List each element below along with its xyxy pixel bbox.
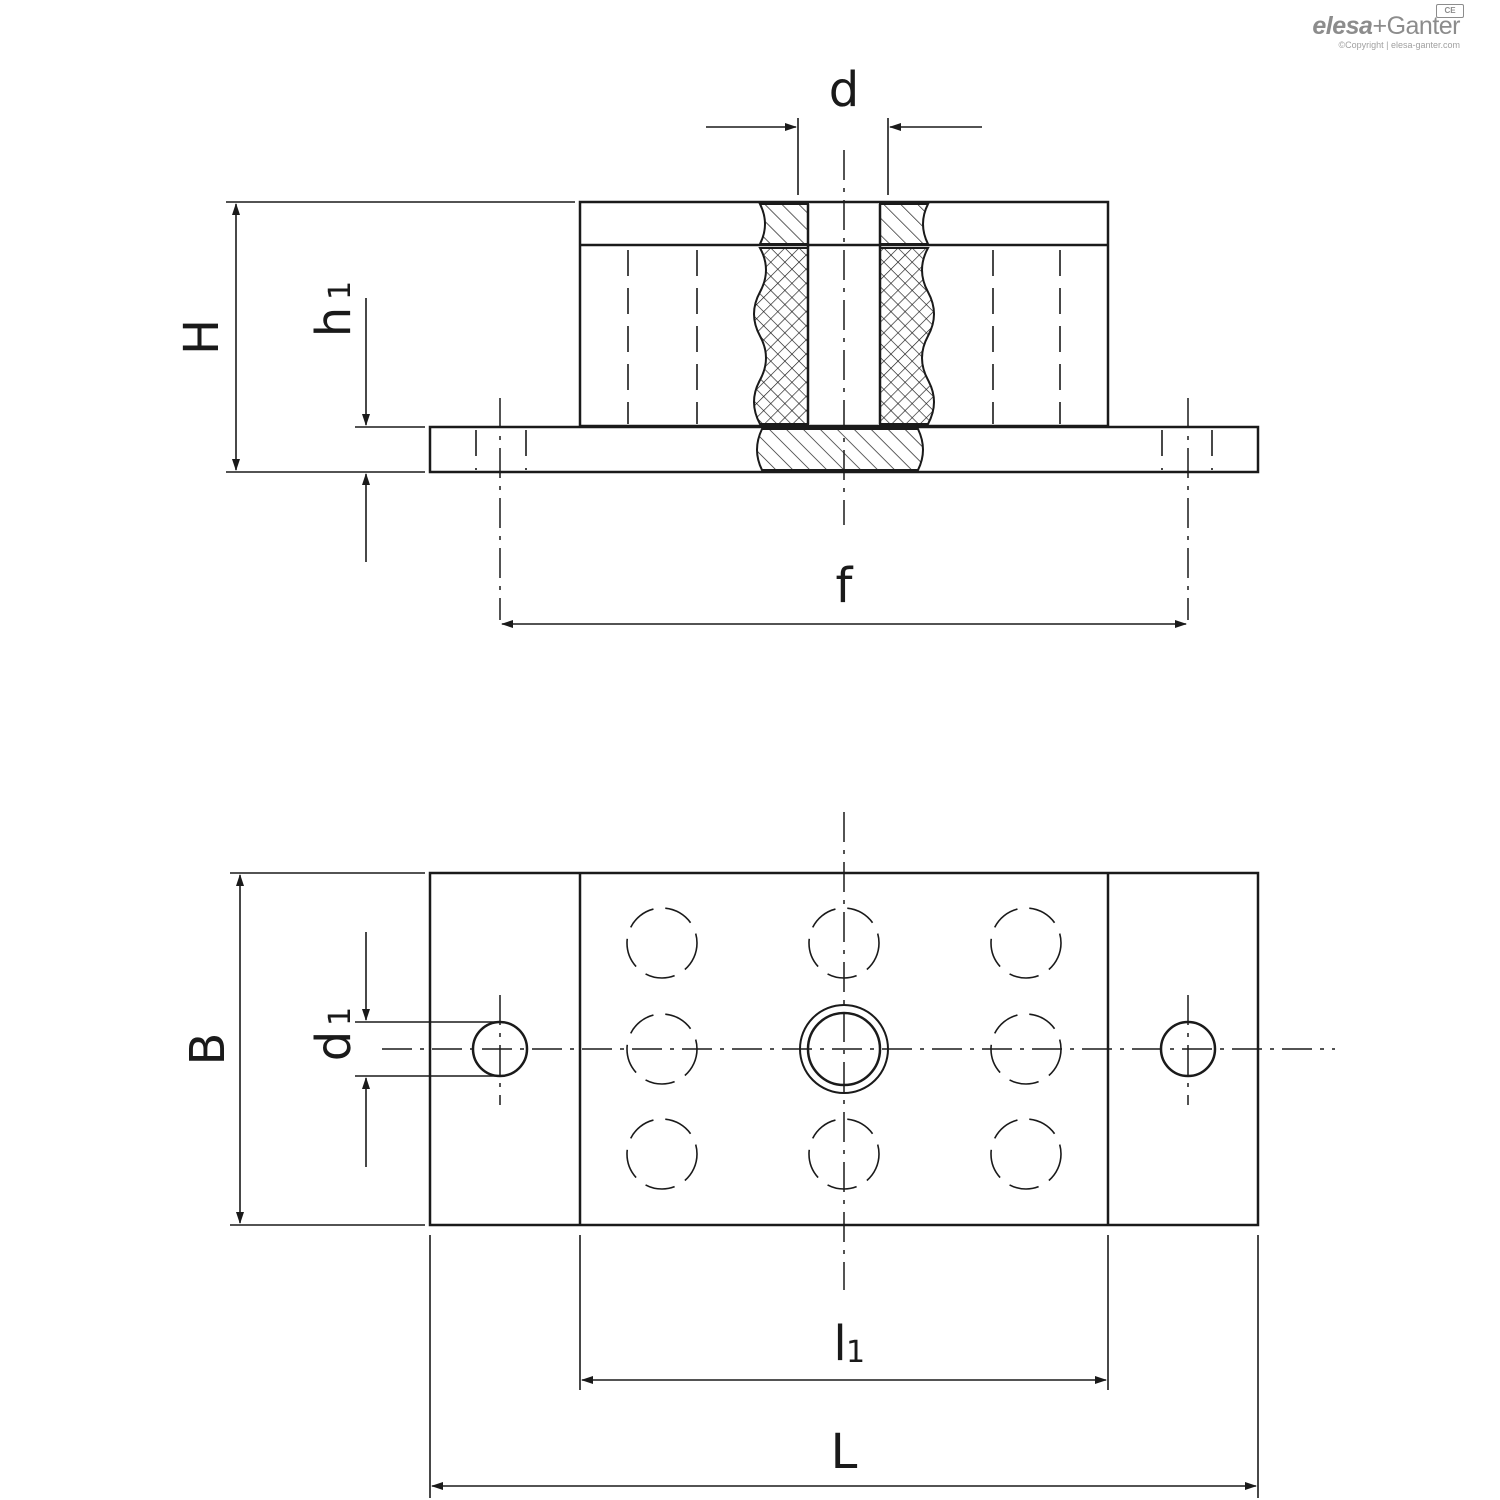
brand-logo: CE elesa+Ganter ©Copyright | elesa-gante…	[1312, 4, 1464, 50]
label-L: L	[831, 1424, 858, 1480]
svg-text:1: 1	[323, 1007, 358, 1026]
base-plate-section	[756, 428, 924, 471]
top-plate-section-left	[758, 203, 809, 245]
top-view	[230, 812, 1335, 1498]
label-f: f	[836, 558, 854, 614]
center-lines-side	[499, 150, 1189, 620]
hidden-lines	[475, 250, 1213, 470]
label-d1: d 1	[306, 1007, 362, 1061]
rubber-section-right	[879, 247, 935, 425]
label-d: d	[829, 62, 859, 118]
dimension-d	[706, 118, 982, 195]
center-lines-top	[382, 812, 1335, 1290]
copyright-text: ©Copyright | elesa-ganter.com	[1338, 40, 1460, 50]
side-view	[226, 118, 1260, 628]
ce-mark-icon: CE	[1436, 4, 1464, 18]
label-h1: h 1	[306, 281, 362, 337]
label-H: H	[174, 319, 230, 355]
rubber-section-left	[753, 247, 809, 425]
svg-text:1: 1	[323, 281, 358, 300]
top-plate-section-right	[879, 203, 930, 245]
brand-name: elesa+Ganter	[1312, 12, 1460, 40]
dimension-l1	[579, 1235, 1109, 1390]
svg-text:l: l	[833, 1316, 846, 1372]
svg-text:h: h	[306, 307, 362, 337]
svg-text:1: 1	[846, 1335, 865, 1370]
svg-text:d: d	[306, 1031, 362, 1061]
dimension-H	[226, 201, 575, 473]
dimension-L	[429, 1235, 1259, 1498]
label-B: B	[180, 1033, 236, 1066]
dimension-B	[230, 872, 425, 1226]
dimension-h1	[355, 298, 425, 562]
dimension-d1	[355, 932, 498, 1167]
label-l1: l 1	[833, 1316, 865, 1372]
